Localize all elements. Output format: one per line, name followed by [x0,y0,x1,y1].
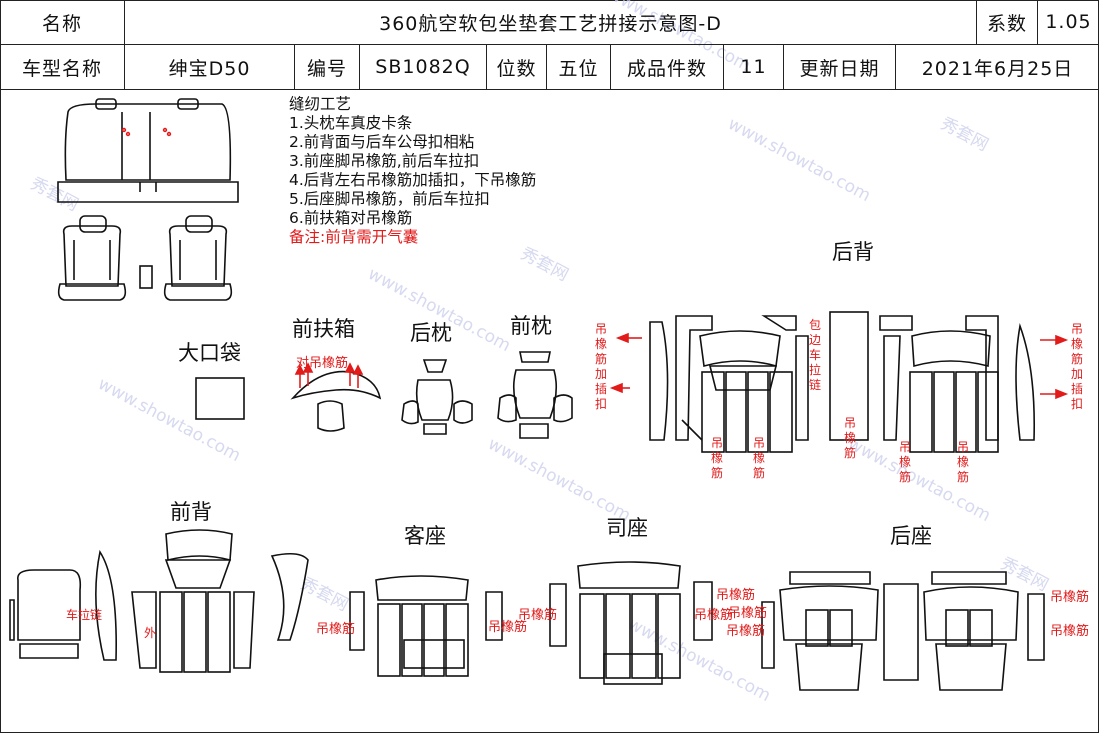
passenger-seat-label: 客座 [404,524,446,548]
pieces-label: 成品件数 [611,45,724,90]
seats-value: 五位 [547,45,611,90]
name-label: 名称 [0,0,125,45]
model-value: 绅宝D50 [125,45,295,90]
elastic-note: 吊橡筋 [518,608,558,623]
front-back-label: 前背 [170,500,212,524]
coef-label: 系数 [977,0,1038,45]
front-headrest-label: 前枕 [510,314,552,338]
note-step: 6.前扶箱对吊橡筋 [289,209,413,227]
big-pocket-piece [195,377,245,420]
code-value: SB1082Q [360,45,487,90]
rear-back-label: 后背 [832,240,874,264]
big-pocket-label: 大口袋 [178,341,241,365]
coef-value: 1.05 [1038,0,1099,45]
date-value: 2021年6月25日 [896,45,1099,90]
elastic-note: 吊橡筋 [316,622,356,637]
model-label: 车型名称 [0,45,125,90]
seats-label: 位数 [487,45,547,90]
elastic-clip-note: 吊橡筋加插扣 [1070,322,1083,411]
front-armrest-label: 前扶箱 [292,317,355,341]
note-step: 4.后背左右吊橡筋加插扣，下吊橡筋 [289,171,537,189]
outer-note: 外 [144,626,157,640]
notes-heading: 缝纫工艺 [289,95,352,113]
rear-back-right-pieces [829,311,1036,453]
rear-headrest-label: 后枕 [410,321,452,345]
front-headrest-pieces [497,351,573,439]
elastic-note: 吊橡筋 [1050,590,1090,605]
pair-elastic-note: 对吊橡筋 [296,356,349,371]
pieces-value: 11 [724,45,784,90]
front-back-pieces [9,529,309,673]
arrow-markers [294,332,1069,400]
elastic-note: 吊橡筋 [728,606,768,621]
front-seats-overview [57,215,233,301]
elastic-note: 吊橡筋 [694,608,734,623]
elastic-note: 吊橡筋 [898,440,911,484]
elastic-note: 吊橡筋 [726,624,766,639]
rear-seat-pieces [761,571,1045,691]
elastic-note: 吊橡筋 [1050,624,1090,639]
elastic-note: 吊橡筋 [843,416,856,460]
rear-seat-label: 后座 [890,524,932,548]
code-label: 编号 [295,45,360,90]
note-step: 2.前背面与后车公母扣相粘 [289,133,475,151]
note-step: 1.头枕车真皮卡条 [289,114,413,132]
elastic-note: 吊橡筋 [488,620,528,635]
note-remark: 备注:前背需开气囊 [289,228,419,246]
driver-seat-pieces [549,561,713,685]
passenger-seat-pieces [349,575,503,677]
sheet-title: 360航空软包坐垫套工艺拼接示意图-D [125,0,977,45]
sewing-notes: 缝纫工艺 1.头枕车真皮卡条 2.前背面与后车公母扣相粘 3.前座脚吊橡筋,前后… [289,95,536,247]
spec-header-table: 名称 360航空软包坐垫套工艺拼接示意图-D 系数 1.05 车型名称 绅宝D5… [0,0,1099,90]
elastic-note: 吊橡筋 [956,440,969,484]
note-step: 5.后座脚吊橡筋，前后车拉扣 [289,190,490,208]
edge-zip-note: 包边车拉链 [808,318,821,392]
driver-seat-label: 司座 [606,516,648,540]
front-armrest-pieces [290,370,382,432]
zip-note: 车拉链 [66,608,103,622]
rear-bench-overview [57,98,239,203]
note-step: 3.前座脚吊橡筋,前后车拉扣 [289,152,480,170]
elastic-note: 吊橡筋 [710,436,723,480]
date-label: 更新日期 [784,45,896,90]
elastic-clip-note: 吊橡筋加插扣 [594,322,607,411]
rear-headrest-pieces [401,359,473,435]
rear-back-left-pieces [649,315,809,453]
elastic-note: 吊橡筋 [716,588,756,603]
elastic-note: 吊橡筋 [752,436,765,480]
